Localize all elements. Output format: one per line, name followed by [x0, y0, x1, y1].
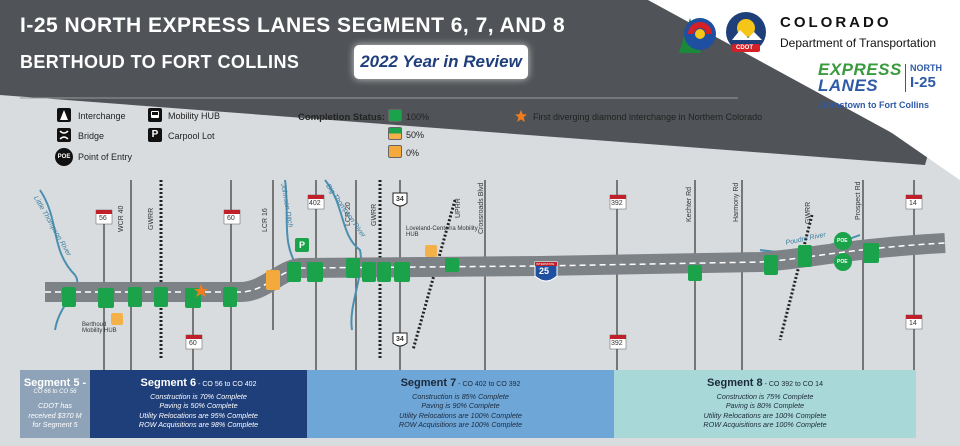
shield-i25: 25	[539, 266, 550, 276]
road-prospect: Prospect Rd	[855, 181, 862, 220]
mobility-hub-icon	[148, 108, 162, 122]
segment-8-line3: Utility Relocations are 100% Complete	[703, 410, 827, 420]
shield-co402: 402	[309, 200, 321, 207]
segment-8-range: - CO 392 to CO 14	[762, 381, 823, 388]
ddi-star	[194, 284, 208, 297]
department-label: Department of Transportation	[780, 36, 937, 50]
road-gwrr1: GWRR	[148, 207, 155, 230]
star-icon	[515, 110, 527, 122]
structures	[62, 232, 879, 325]
express-sub: Johnstown to Fort Collins	[818, 100, 929, 110]
status-0-swatch	[388, 145, 402, 158]
segment-5-range: CO 66 to CO 56	[33, 389, 77, 395]
segment-7-line4: ROW Acquisitions are 100% Complete	[398, 420, 523, 430]
segment-6-line4: ROW Acquisitions are 98% Complete	[138, 420, 259, 430]
poe-legend-icon: POE	[55, 148, 73, 166]
segment-8-panel: Segment 8 - CO 392 to CO 14 Construction…	[614, 370, 916, 438]
carpool-icon: P	[148, 128, 162, 142]
status-50-label: 50%	[406, 130, 425, 140]
legend-bridge: Bridge	[78, 131, 105, 141]
segment-6-title: Segment 6	[140, 377, 197, 389]
road-wcr40: WCR 40	[118, 205, 125, 232]
cdot-small-label: CDOT	[736, 45, 753, 51]
shield-co60-top: 60	[227, 215, 235, 222]
star-note: First diverging diamond interchange in N…	[533, 112, 763, 122]
road-lcr16: LCR 16	[262, 208, 269, 232]
route-word: I-25	[910, 74, 936, 91]
shield-i25-top: INTERSTATE	[536, 262, 555, 266]
segment-8-line2: Paving is 80% Complete	[725, 401, 805, 411]
north-word: NORTH	[910, 63, 942, 73]
segment-5-line1: CDOT has	[38, 401, 72, 411]
road-kechter: Kechter Rd	[686, 186, 693, 222]
hub-berthoud: Berthoud Mobility HUB	[82, 322, 117, 334]
shield-us34-bottom: 34	[396, 336, 404, 343]
cdot-logo: CDOT COLORADO Department of Transportati…	[674, 8, 954, 60]
status-50-swatch	[388, 127, 402, 140]
completion-status-label: Completion Status:	[298, 112, 386, 123]
segment-8-line4: ROW Acquisitions are 100% Complete	[703, 420, 827, 430]
colorado-flag-logo-icon	[679, 12, 766, 53]
segment-6-range: - CO 56 to CO 402	[196, 381, 257, 388]
colorado-label: COLORADO	[780, 14, 892, 31]
segment-5-title: Segment 5 -	[23, 377, 87, 389]
carpool-marker: P	[299, 240, 306, 250]
hub-loveland: Loveland-Centerra Mobility HUB	[406, 226, 478, 238]
express-lanes-logo: EXPRESS LANES NORTH I-25 Johnstown to Fo…	[818, 60, 948, 112]
road-harmony: Harmony Rd	[733, 182, 740, 222]
segment-6-line3: Utility Relocations are 95% Complete	[139, 410, 258, 420]
legend-interchange: Interchange	[78, 111, 126, 121]
segment-7-line3: Utility Relocations are 100% Complete	[399, 410, 522, 420]
segment-7-line2: Paving is 90% Complete	[421, 401, 500, 411]
segment-7-title: Segment 7	[400, 377, 457, 389]
status-0-label: 0%	[406, 148, 420, 158]
bridge-icon	[57, 128, 71, 142]
shield-co60-bottom: 60	[189, 340, 197, 347]
legend-mobility-hub: Mobility HUB	[168, 111, 221, 121]
poe-marker-1: POE	[837, 238, 848, 244]
segment-6-line1: Construction is 70% Complete	[150, 392, 247, 401]
shield-co392-bottom: 392	[611, 340, 623, 347]
page-subtitle: BERTHOUD TO FORT COLLINS	[20, 52, 300, 72]
segment-5-line2: received $370 M	[28, 410, 82, 420]
segment-6-line2: Paving is 50% Complete	[159, 401, 238, 411]
poe-marker-2: POE	[837, 259, 848, 265]
shield-co14-bottom: 14	[909, 320, 917, 327]
shield-co14-top: 14	[909, 200, 917, 207]
express-word: EXPRESS	[818, 60, 902, 79]
legend-poe: Point of Entry	[78, 152, 133, 162]
year-in-review-badge: 2022 Year in Review	[356, 47, 526, 77]
interchange-icon	[57, 108, 71, 122]
segment-7-line1: Construction is 85% Complete	[412, 392, 509, 401]
road-gwrr2: GWRR	[371, 203, 378, 226]
legend-carpool: Carpool Lot	[168, 131, 215, 141]
page-title: I-25 NORTH EXPRESS LANES SEGMENT 6, 7, A…	[20, 14, 566, 37]
segment-8-line1: Construction is 75% Complete	[716, 392, 814, 401]
status-100-swatch	[388, 109, 402, 122]
segment-6-panel: Segment 6 - CO 56 to CO 402 Construction…	[90, 370, 307, 438]
shield-co392-top: 392	[611, 200, 623, 207]
segment-7-panel: Segment 7 - CO 402 to CO 392 Constructio…	[307, 370, 614, 438]
segment-8-title: Segment 8	[707, 377, 763, 389]
shield-us34-top: 34	[396, 196, 404, 203]
road-gwrr3: GWRR	[805, 201, 812, 224]
segment-5-line3: for Segment 5	[32, 420, 78, 430]
lanes-word: LANES	[818, 76, 879, 95]
segment-5-panel: Segment 5 - CO 66 to CO 56 CDOT has rece…	[20, 370, 90, 438]
road-uprr: UPRR	[455, 198, 462, 218]
segment-7-range: - CO 402 to CO 392	[456, 381, 521, 388]
status-100-label: 100%	[406, 112, 430, 122]
shield-co56: 56	[99, 215, 107, 222]
logo-divider	[905, 64, 906, 92]
